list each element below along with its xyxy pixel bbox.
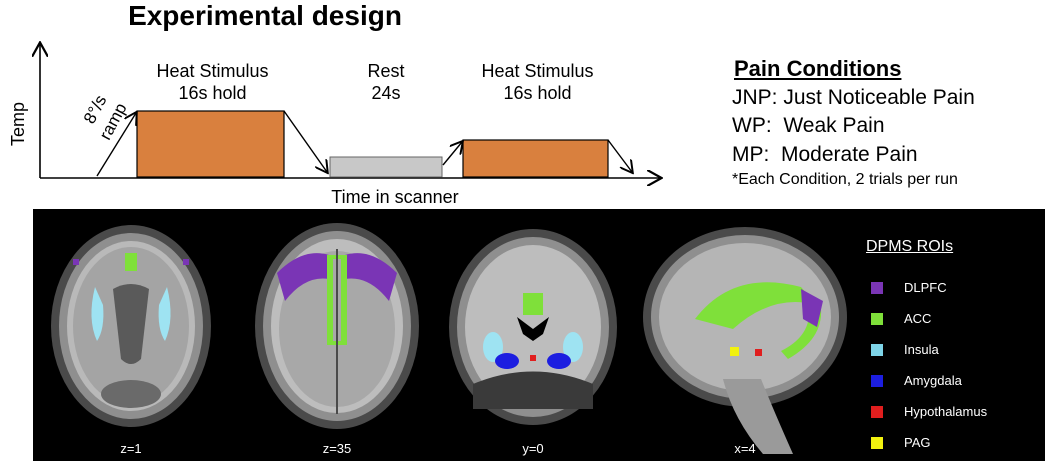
rest-block: [329, 156, 443, 178]
x-axis-label: Time in scanner: [331, 187, 459, 207]
legend-swatch-acc: [871, 312, 883, 325]
caption-z35: z=35: [322, 441, 352, 456]
legend-item-acc: ACC: [871, 303, 987, 334]
pain-conditions-note: *Each Condition, 2 trials per run: [732, 171, 958, 188]
legend-item-dlpfc: DLPFC: [871, 272, 987, 303]
legend-item-amygdala: Amygdala: [871, 365, 987, 396]
coronal-slice-y0: [449, 229, 617, 425]
legend-item-insula: Insula: [871, 334, 987, 365]
ramp-up-2: [442, 142, 462, 166]
ramp-down-1: [283, 110, 327, 172]
ramp-up-1: [96, 113, 136, 177]
pain-condition-mp: MP: Moderate Pain: [732, 143, 918, 166]
sagittal-slice-x4: [643, 227, 847, 454]
legend-label-amygdala: Amygdala: [904, 373, 962, 388]
y-axis-label: Temp: [8, 102, 28, 146]
axial-slice-z35: [255, 223, 419, 429]
brain-slices: [51, 223, 847, 454]
legend-swatch-insula: [871, 343, 883, 356]
legend-label-insula: Insula: [904, 342, 939, 357]
legend-label-dlpfc: DLPFC: [904, 280, 947, 295]
pain-condition-jnp: JNP: Just Noticeable Pain: [732, 86, 975, 109]
legend-swatch-dlpfc: [871, 281, 883, 294]
page-title: Experimental design: [128, 0, 402, 31]
legend-title: DPMS ROIs: [866, 238, 954, 255]
stimulus-1-label: Heat Stimulus 16s hold: [156, 61, 269, 103]
legend-swatch-amygdala: [871, 374, 883, 387]
roi-legend: DLPFC ACC Insula Amygdala Hypothalamus P…: [871, 272, 987, 458]
caption-x4: x=4: [734, 441, 756, 456]
heat-stimulus-block-1: [136, 110, 285, 178]
caption-z1: z=1: [120, 441, 142, 456]
legend-label-acc: ACC: [904, 311, 932, 326]
legend-label-hypothalamus: Hypothalamus: [904, 404, 988, 419]
legend-item-pag: PAG: [871, 427, 987, 458]
pain-condition-wp: WP: Weak Pain: [732, 114, 885, 137]
legend-item-hypothalamus: Hypothalamus: [871, 396, 987, 427]
stimulus-timeline-diagram: Temp 8°/s ramp: [8, 0, 700, 205]
ramp-down-2: [607, 139, 632, 172]
axial-slice-z1: [51, 225, 211, 427]
stimulus-2-label: Heat Stimulus 16s hold: [481, 61, 594, 103]
legend-swatch-pag: [871, 436, 883, 449]
legend-label-pag: PAG: [904, 435, 931, 450]
rest-label: Rest 24s: [367, 61, 405, 103]
caption-y0: y=0: [522, 441, 544, 456]
legend-swatch-hypothalamus: [871, 405, 883, 418]
brain-roi-panel: z=1 z=35 y=0 x=4 DPMS ROIs DLPFC ACC Ins…: [33, 209, 1045, 461]
pain-conditions-heading: Pain Conditions: [734, 56, 902, 81]
heat-stimulus-block-2: [462, 139, 609, 178]
